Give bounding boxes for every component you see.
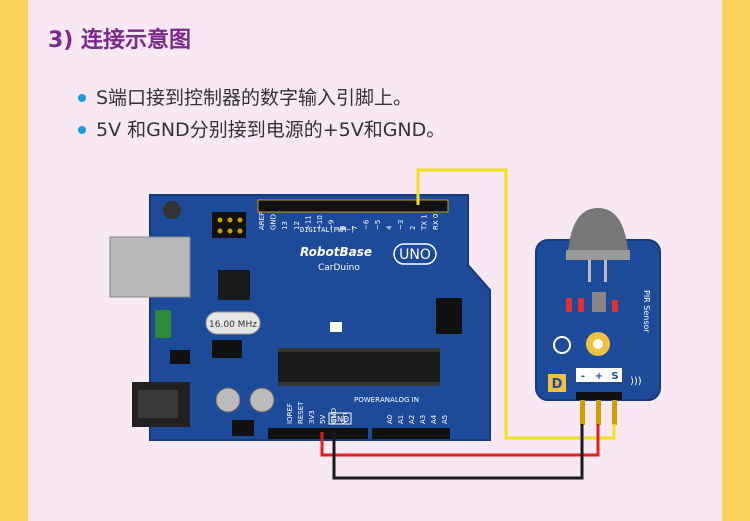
analog-pin-label: A3 — [419, 415, 427, 424]
analog-header — [372, 428, 450, 439]
digital-pin-label: GND — [270, 214, 278, 230]
analog-pin-label: A0 — [386, 415, 394, 424]
instruction-list: S端口接到控制器的数字输入引脚上。 5V 和GND分别接到电源的+5V和GND。 — [78, 82, 445, 146]
digital-header-label: DIGITAL(PWM~) — [300, 226, 355, 234]
crystal — [205, 311, 261, 335]
digital-pin-label: ~10 — [316, 215, 324, 230]
gnd-label: GND — [331, 415, 349, 424]
digital-pin-label: ~5 — [374, 220, 382, 230]
digital-pin-label: ~11 — [304, 215, 312, 230]
logo-letter: D — [552, 377, 563, 392]
digital-pin-label: ~6 — [362, 219, 370, 230]
reset-button — [163, 201, 181, 219]
power-pin-label: 5V — [319, 415, 327, 424]
capacitor — [155, 310, 171, 338]
power-wire — [320, 424, 600, 457]
pir-dome — [568, 208, 628, 252]
analog-section-label: ANALOG IN — [380, 396, 419, 404]
model-badge: UNO — [399, 247, 431, 263]
usb-chip — [218, 270, 250, 300]
model-label: CarDuino — [318, 263, 360, 273]
analog-pin-label: A5 — [441, 415, 449, 424]
icsp-header-right — [436, 298, 462, 334]
logo-badge — [548, 374, 566, 392]
arduino-board: 16.00 MHz GND DIGITAL(PWM~) RobotBase Ca… — [109, 194, 491, 441]
digital-header — [258, 200, 448, 212]
sensor-pin-label: - — [581, 371, 585, 382]
digital-pin-label: AREF — [258, 212, 266, 230]
digital-pin-label: 8 — [339, 226, 347, 230]
digital-pin-label: 7 — [351, 226, 359, 230]
sensor-pin-label: S — [611, 371, 618, 382]
power-pin-label: GND — [330, 408, 338, 424]
power-pin-label: 3V3 — [308, 410, 316, 424]
power-header — [268, 428, 368, 439]
usb-connector — [109, 236, 191, 298]
capacitor — [215, 387, 241, 413]
svg-text:))): ))) — [630, 376, 642, 387]
sensor-label: PIR Sensor — [642, 290, 651, 333]
analog-pin-label: A1 — [397, 415, 405, 424]
digital-pin-label: 13 — [281, 221, 289, 230]
power-section-label: POWER — [354, 396, 380, 404]
digital-pin-label: 12 — [293, 221, 301, 230]
power-pin-label: Vin — [341, 413, 349, 424]
brand-label: RobotBase — [300, 245, 372, 259]
crystal-label: 16.00 MHz — [209, 320, 257, 330]
signal-wire — [416, 168, 616, 440]
digital-pin-label: 2 — [409, 226, 417, 230]
icsp-header — [212, 212, 246, 238]
wires — [320, 168, 616, 480]
microcontroller — [278, 348, 440, 386]
ground-wire — [332, 424, 584, 480]
digital-pin-label: RX 0 — [432, 214, 440, 230]
section-title: 3) 连接示意图 — [48, 28, 192, 53]
digital-pin-label: ~9 — [328, 220, 336, 230]
pir-sensor: D -+ S PIR Sensor ))) — [535, 208, 661, 425]
analog-pin-label: A4 — [430, 414, 438, 424]
analog-pin-label: A2 — [408, 415, 416, 424]
instruction-item: 5V 和GND分别接到电源的+5V和GND。 — [78, 114, 445, 146]
power-pin-label: RESET — [297, 401, 305, 424]
power-pin-label: IOREF — [286, 403, 294, 424]
sensor-pin-label: + — [595, 371, 603, 382]
digital-pin-label: TX 1 — [420, 214, 428, 231]
capacitor — [249, 387, 275, 413]
instruction-item: S端口接到控制器的数字输入引脚上。 — [78, 82, 445, 114]
digital-pin-label: 4 — [386, 225, 394, 230]
digital-pin-label: ~3 — [397, 220, 405, 230]
